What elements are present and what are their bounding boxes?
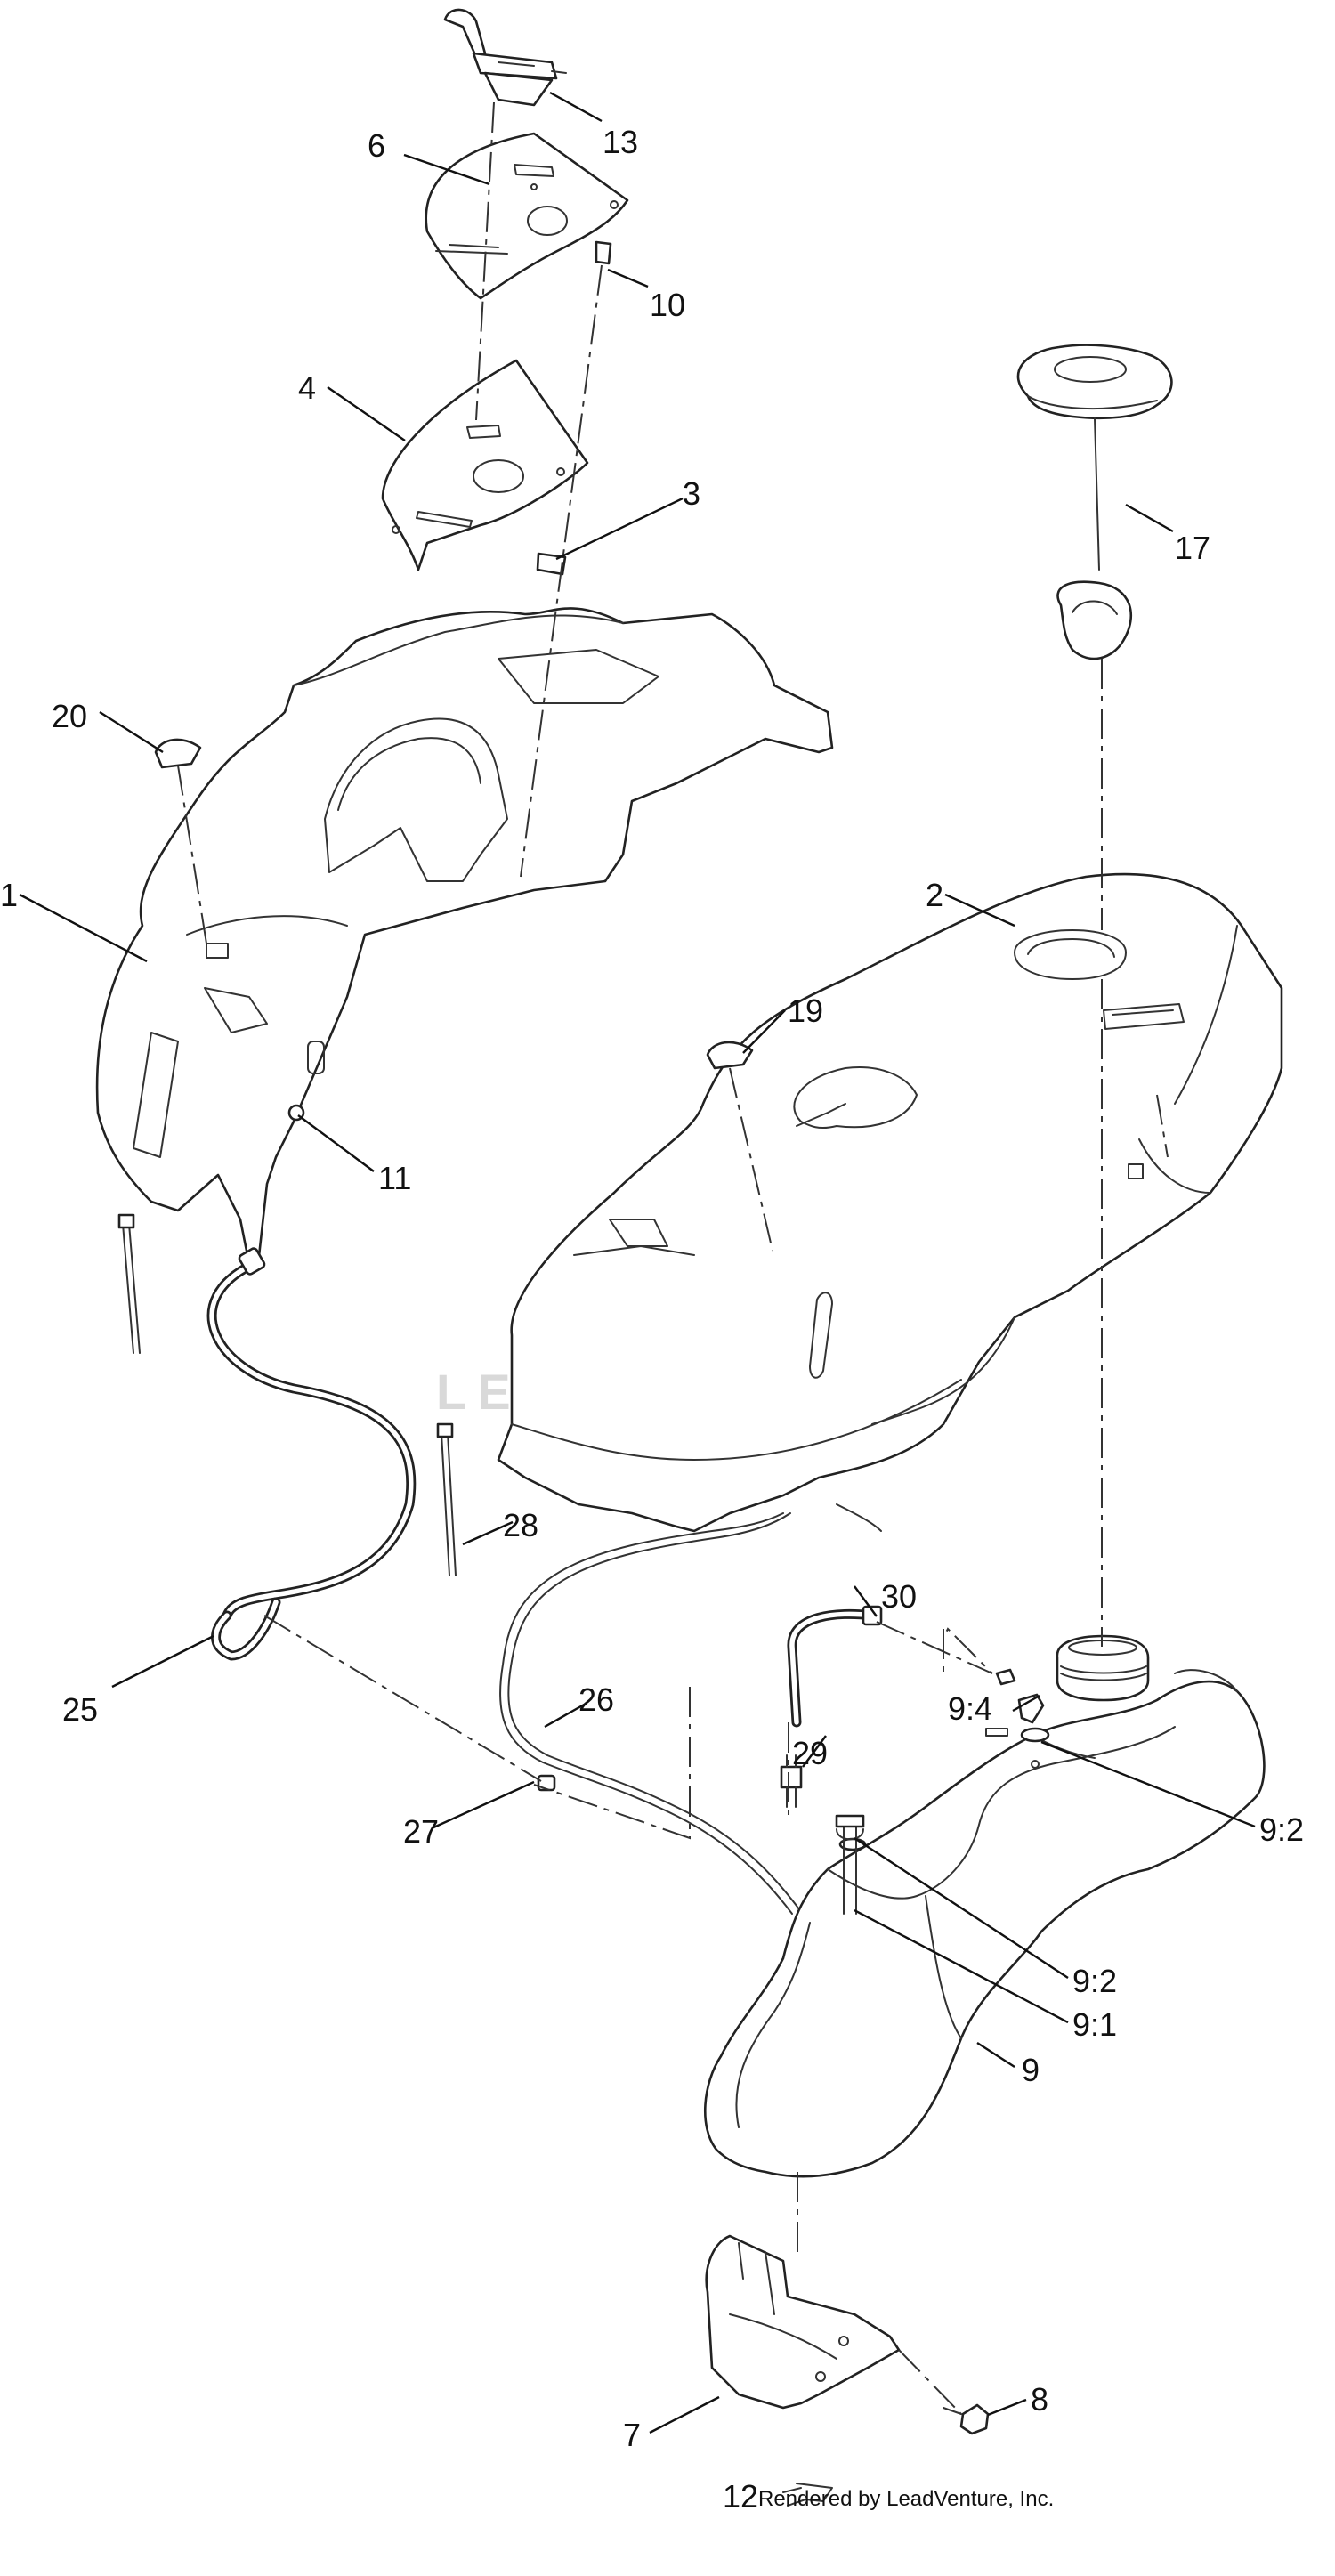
part-9-1-pickup-tube (835, 1814, 865, 1915)
callout-11: 11 (378, 1160, 411, 1196)
part-29-fitting (780, 1754, 803, 1808)
part-9-fuel-tank (703, 1634, 1266, 2178)
callout-30: 30 (881, 1578, 917, 1615)
callout-3: 3 (683, 475, 700, 512)
callout-labels: 13 6 10 4 3 17 20 1 2 19 11 28 25 26 30 … (0, 124, 1304, 2515)
callout-17: 17 (1175, 530, 1210, 566)
part-17-fuel-cap (1016, 344, 1173, 660)
assembly-centerlines (177, 101, 1169, 2415)
part-30-vent-hose (787, 1605, 883, 1728)
callout-9-1: 9:1 (1072, 2006, 1117, 2043)
callout-13: 13 (603, 124, 638, 160)
callout-9-2-right: 9:2 (1259, 1811, 1304, 1848)
callout-27: 27 (403, 1813, 439, 1850)
part-13-control-lever (443, 8, 567, 107)
footer-credit: Rendered by LeadVenture, Inc. (758, 2487, 1054, 2511)
part-8-bolt (943, 2403, 990, 2435)
part-19-cap (706, 1041, 754, 1070)
part-20-cap (154, 738, 202, 769)
part-4-mounting-plate (381, 359, 589, 571)
part-25-fuel-hose (206, 1247, 417, 1661)
callout-28: 28 (503, 1507, 538, 1543)
part-12-strap (782, 2483, 833, 2507)
part-2-fender (497, 872, 1283, 1533)
part-10-screw (595, 240, 612, 265)
callout-12: 12 (723, 2478, 758, 2515)
leader-lines (19, 91, 1256, 2434)
part-7-bracket (705, 2234, 901, 2410)
part-26-fuel-line (499, 1503, 882, 1915)
callout-4: 4 (298, 369, 316, 406)
part-28-strap-left (117, 1213, 141, 1354)
callout-20: 20 (52, 698, 87, 734)
callout-9-2-left: 9:2 (1072, 1963, 1117, 1999)
part-6-plate (425, 132, 629, 300)
callout-2: 2 (926, 877, 943, 913)
part-1-front-hood (95, 607, 834, 1266)
callout-19: 19 (788, 992, 823, 1029)
callout-7: 7 (623, 2417, 641, 2453)
callout-8: 8 (1031, 2381, 1048, 2418)
callout-1: 1 (0, 877, 18, 913)
part-9-2-grommet-right (1020, 1727, 1050, 1769)
part-28-strap (436, 1422, 457, 1576)
callout-26: 26 (578, 1681, 614, 1718)
callout-9: 9 (1022, 2052, 1040, 2088)
part-27-clamp (537, 1774, 556, 1792)
callout-10: 10 (650, 287, 685, 323)
callout-6: 6 (368, 127, 385, 164)
callout-25: 25 (62, 1691, 98, 1728)
callout-9-4: 9:4 (948, 1690, 992, 1727)
part-9-4-elbow (995, 1668, 1045, 1724)
callout-29: 29 (792, 1735, 828, 1771)
